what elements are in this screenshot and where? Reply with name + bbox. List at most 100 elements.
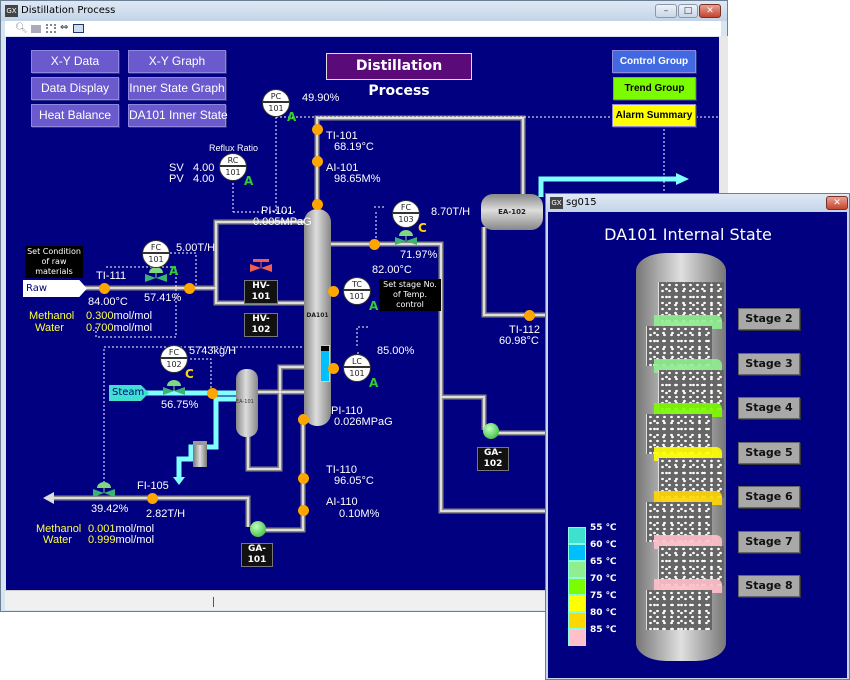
bottoms-methanol-unit: mol/mol: [115, 523, 155, 535]
fc103-flow-point[interactable]: [369, 239, 380, 250]
lc101-point[interactable]: [328, 363, 339, 374]
fc101-flow-point[interactable]: [184, 283, 195, 294]
nav-da101-inner-state-button[interactable]: DA101 Inner State: [128, 104, 228, 127]
fc102-valve-icon[interactable]: [163, 379, 185, 397]
ai110-point[interactable]: [298, 505, 309, 516]
alarm-summary-button[interactable]: Alarm Summary: [612, 104, 696, 127]
legend-swatch: [568, 629, 586, 646]
rc101-type: RC: [220, 154, 246, 167]
fc102-flow: 5743kg/H: [189, 345, 237, 357]
nav-data-display-button[interactable]: Data Display: [31, 77, 119, 100]
condensate-pipe: [176, 396, 238, 477]
print-icon[interactable]: [31, 25, 41, 33]
bottoms-valve-value: 39.42%: [91, 503, 129, 515]
fc101-valve-icon[interactable]: [145, 266, 167, 284]
ti112-value: 60.98°C: [499, 335, 539, 347]
steam-inlet[interactable]: Steam: [109, 385, 149, 401]
tc101-point[interactable]: [328, 286, 339, 297]
arrow-icon[interactable]: ⇔: [60, 22, 69, 33]
close-button[interactable]: ✕: [699, 4, 721, 18]
network-icon[interactable]: [46, 24, 56, 33]
ga102-pipe: [441, 394, 487, 430]
tc101-type: TC: [344, 278, 370, 291]
popup-app-icon: GX: [550, 197, 563, 209]
ti112-point[interactable]: [524, 310, 535, 321]
nav-inner-state-graph-button[interactable]: Inner State Graph: [128, 77, 226, 100]
fi105-point[interactable]: [147, 493, 158, 504]
nav-xy-data-button[interactable]: X-Y Data: [31, 50, 119, 73]
pc101-type: PC: [263, 90, 289, 103]
bottoms-valve-icon[interactable]: [93, 481, 115, 499]
condensate-arrow: [173, 477, 185, 485]
pump-ga102[interactable]: [483, 423, 499, 439]
pi101-label: PI-101: [261, 205, 294, 217]
pi110-point[interactable]: [298, 414, 309, 425]
popup-titlebar[interactable]: GX sg015 ✕: [546, 194, 849, 212]
legend-swatch: [568, 544, 586, 561]
stage-5-button[interactable]: Stage 5: [738, 441, 800, 464]
nav-xy-graph-button[interactable]: X-Y Graph: [128, 50, 226, 73]
set-temp-control-stage-button[interactable]: Set stage No. of Temp. control: [379, 279, 441, 311]
stage-8-button[interactable]: Stage 8: [738, 575, 800, 597]
maximize-button[interactable]: □: [678, 4, 698, 18]
ti111-point[interactable]: [99, 283, 110, 294]
condenser-ea102[interactable]: EA-102: [481, 194, 543, 230]
fc102-flow-point[interactable]: [207, 388, 218, 399]
bottoms-water-label: Water: [43, 534, 72, 546]
fc101-flow: 5.00T/H: [176, 242, 216, 254]
level-fill: [321, 351, 329, 381]
ti101-label: TI-101: [326, 130, 358, 142]
nav-heat-balance-button[interactable]: Heat Balance: [31, 104, 119, 127]
set-raw-conditions-button[interactable]: Set Condition of raw materials: [25, 246, 83, 278]
sv-label: SV: [169, 162, 184, 174]
feed-methanol-unit: mol/mol: [113, 310, 153, 322]
column-da101[interactable]: DA101: [304, 209, 331, 426]
legend-label: 55 ℃: [590, 523, 617, 533]
stage-7-button[interactable]: Stage 7: [738, 530, 800, 553]
fc101-mode: A: [169, 264, 179, 278]
stage-4-button[interactable]: Stage 4: [738, 397, 800, 419]
screen-icon[interactable]: [73, 24, 84, 33]
trend-group-button[interactable]: Trend Group: [613, 77, 696, 100]
ti111-value: 84.00°C: [88, 296, 128, 308]
pump-ga101[interactable]: [250, 521, 266, 537]
zoom-icon[interactable]: 🔍︎: [15, 23, 28, 34]
fc101-num: 101: [148, 255, 164, 264]
bottoms-water-unit: mol/mol: [115, 534, 155, 546]
ai101-point[interactable]: [312, 156, 323, 167]
stage-6-button[interactable]: Stage 6: [738, 486, 800, 508]
page-title: Distillation Process: [326, 53, 472, 99]
legend-label: 80 ℃: [590, 608, 617, 618]
steam-trap: [193, 441, 207, 467]
fc103-valve-icon[interactable]: [395, 229, 417, 247]
pv-value: 4.00: [193, 173, 215, 185]
main-titlebar[interactable]: GX Distillation Process – □ ✕: [1, 1, 727, 21]
pc101-mode: A: [287, 110, 297, 124]
feed-methanol-label: Methanol: [29, 310, 75, 322]
rc101-mode: A: [244, 174, 254, 188]
control-group-button[interactable]: Control Group: [612, 50, 696, 73]
legend-swatch: [568, 561, 586, 578]
raw-materials-inlet[interactable]: Raw materials: [23, 280, 87, 297]
lc101-mode: A: [369, 376, 379, 390]
fc103-valve-value: 71.97%: [400, 249, 438, 261]
popup-close-button[interactable]: ✕: [826, 196, 848, 210]
stage-liquid: [654, 315, 722, 329]
hv101-valve-icon[interactable]: [250, 256, 272, 274]
ti110-point[interactable]: [298, 473, 309, 484]
minimize-button[interactable]: –: [655, 4, 677, 18]
stage-2-button[interactable]: Stage 2: [738, 308, 800, 330]
reboiler-ea101[interactable]: EA-101: [236, 369, 258, 437]
popup-title: sg015: [566, 197, 597, 208]
stage-3-button[interactable]: Stage 3: [738, 352, 800, 375]
bottoms-outlet-arrow: [43, 492, 54, 504]
ti101-point[interactable]: [312, 124, 323, 135]
pi101-point[interactable]: [312, 199, 323, 210]
